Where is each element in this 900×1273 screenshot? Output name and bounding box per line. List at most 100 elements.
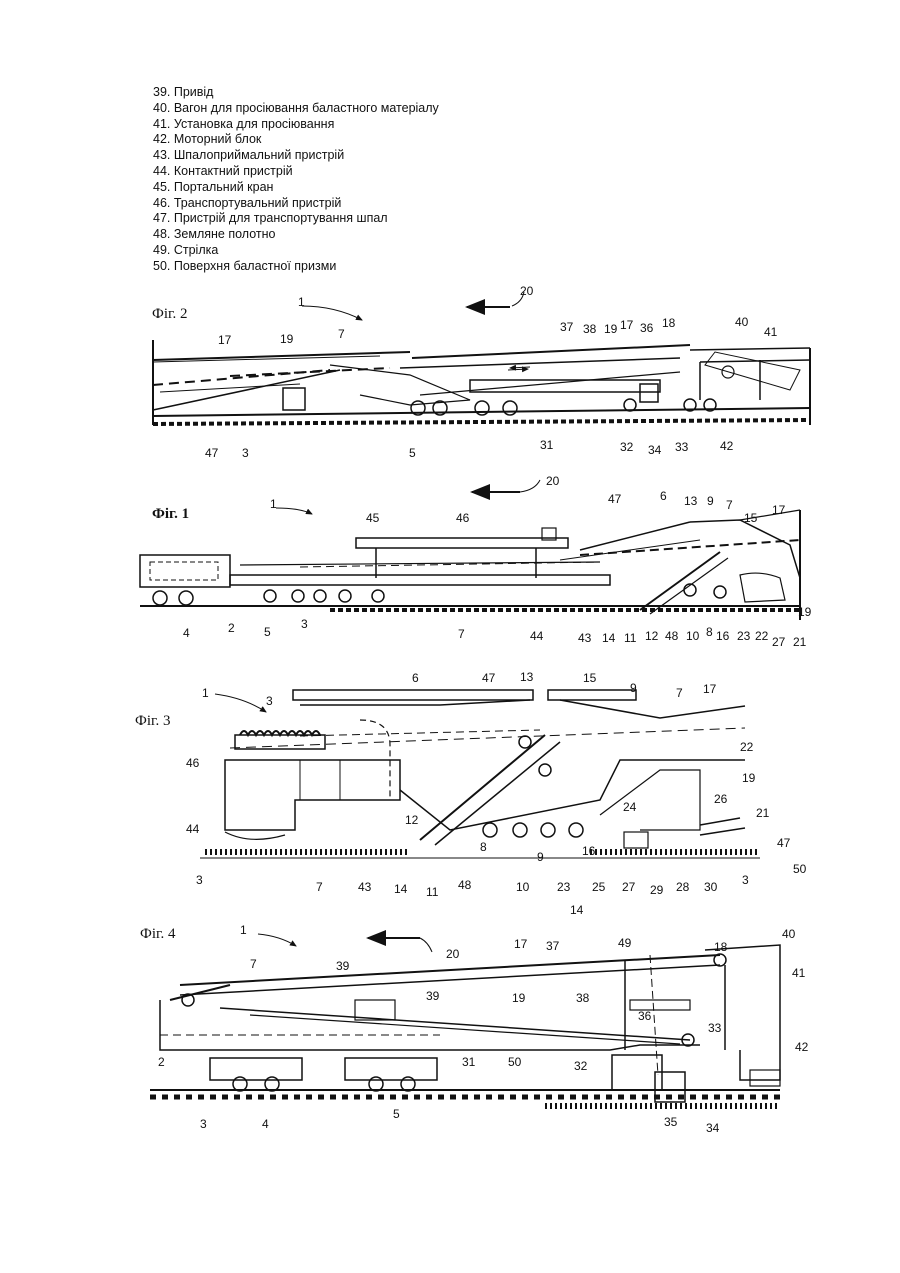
ref-label: 16 — [716, 629, 730, 643]
ref-label: 46 — [186, 756, 200, 770]
ref-label: 47 — [205, 446, 219, 460]
ref-label: 3 — [742, 873, 749, 887]
ref-label: 25 — [592, 880, 606, 894]
ref-label: 32 — [620, 440, 634, 454]
ref-label: 46 — [456, 511, 470, 525]
ref-label: 27 — [622, 880, 636, 894]
ref-label: 21 — [793, 635, 807, 649]
ref-label: 47 — [608, 492, 622, 506]
ref-label: 28 — [676, 880, 690, 894]
ref-label: 20 — [520, 284, 534, 298]
ref-label: 15 — [583, 671, 597, 685]
ref-label: 1 — [270, 497, 277, 511]
ref-label: 41 — [792, 966, 806, 980]
ref-label: 37 — [546, 939, 560, 953]
ref-label: 17 — [703, 682, 717, 696]
ref-label: 15 — [744, 511, 758, 525]
ref-label: 4 — [262, 1117, 269, 1131]
ref-label: 21 — [756, 806, 770, 820]
ref-label: 19 — [280, 332, 294, 346]
ref-label: 35 — [664, 1115, 678, 1129]
ref-label: 3 — [242, 446, 249, 460]
ref-label: 9 — [537, 850, 544, 864]
ref-label: 14 — [570, 903, 584, 917]
ref-label: 36 — [638, 1009, 652, 1023]
ref-label: 2 — [228, 621, 235, 635]
figure-2: Фіг. 2 — [152, 284, 810, 460]
ref-label: 19 — [512, 991, 526, 1005]
ref-label: 23 — [557, 880, 571, 894]
ref-label: 20 — [446, 947, 460, 961]
ref-label: 1 — [298, 295, 305, 309]
ref-label: 33 — [675, 440, 689, 454]
ref-label: 20 — [546, 474, 560, 488]
ref-label: 32 — [574, 1059, 588, 1073]
ref-label: 12 — [405, 813, 419, 827]
ref-label: 19 — [604, 322, 618, 336]
ref-label: 34 — [706, 1121, 720, 1135]
ref-label: 31 — [540, 438, 554, 452]
figure-title: Фіг. 3 — [135, 713, 170, 729]
ref-label: 38 — [583, 322, 597, 336]
ref-label: 50 — [793, 862, 807, 876]
ref-label: 42 — [720, 439, 734, 453]
ref-label: 45 — [366, 511, 380, 525]
ref-label: 2 — [158, 1055, 165, 1069]
ref-label: 17 — [620, 318, 634, 332]
ref-label: 5 — [264, 625, 271, 639]
ref-label: 7 — [338, 327, 345, 341]
ref-label: 8 — [480, 840, 487, 854]
ref-label: 6 — [412, 671, 419, 685]
ref-label: 7 — [250, 957, 257, 971]
ref-label: 40 — [735, 315, 749, 329]
ref-label: 12 — [645, 629, 659, 643]
ref-label: 22 — [755, 629, 769, 643]
ref-label: 43 — [578, 631, 592, 645]
ref-label: 43 — [358, 880, 372, 894]
ref-label: 39 — [426, 989, 440, 1003]
ref-label: 50 — [508, 1055, 522, 1069]
ref-label: 6 — [660, 489, 667, 503]
ref-label: 10 — [686, 629, 700, 643]
figure-title: Фіг. 2 — [152, 306, 187, 322]
ref-label: 38 — [576, 991, 590, 1005]
ref-label: 11 — [624, 631, 637, 645]
ref-label: 14 — [602, 631, 616, 645]
ref-label: 7 — [316, 880, 323, 894]
ref-label: 33 — [708, 1021, 722, 1035]
ref-label: 37 — [560, 320, 574, 334]
ref-label: 3 — [196, 873, 203, 887]
ref-label: 48 — [665, 629, 679, 643]
ref-label: 34 — [648, 443, 662, 457]
ref-label: 30 — [704, 880, 718, 894]
ref-label: 23 — [737, 629, 751, 643]
ref-label: 14 — [394, 882, 408, 896]
ref-label: 13 — [520, 670, 534, 684]
ref-label: 10 — [516, 880, 530, 894]
ref-label: 17 — [218, 333, 232, 347]
ref-label: 44 — [186, 822, 200, 836]
ref-label: 3 — [266, 694, 273, 708]
ref-label: 41 — [764, 325, 778, 339]
ref-label: 1 — [202, 686, 209, 700]
ref-label: 19 — [742, 771, 756, 785]
figure-3: Фіг. 3 1 3 — [135, 670, 807, 917]
ref-label: 18 — [662, 316, 676, 330]
figure-4: Фіг. 4 1 20 — [140, 923, 809, 1135]
ref-label: 3 — [200, 1117, 207, 1131]
ref-label: 17 — [772, 503, 786, 517]
figure-1: Фіг. 1 — [140, 474, 812, 649]
figure-title: Фіг. 1 — [152, 506, 189, 522]
ref-label: 36 — [640, 321, 654, 335]
ref-label: 7 — [676, 686, 683, 700]
ref-label: 16 — [582, 844, 596, 858]
ref-label: 17 — [514, 937, 528, 951]
ref-label: 8 — [706, 625, 713, 639]
figure-title: Фіг. 4 — [140, 926, 176, 942]
ref-label: 47 — [777, 836, 791, 850]
ref-label: 42 — [795, 1040, 809, 1054]
ref-label: 44 — [530, 629, 544, 643]
ref-label: 18 — [714, 940, 728, 954]
ref-label: 26 — [714, 792, 728, 806]
